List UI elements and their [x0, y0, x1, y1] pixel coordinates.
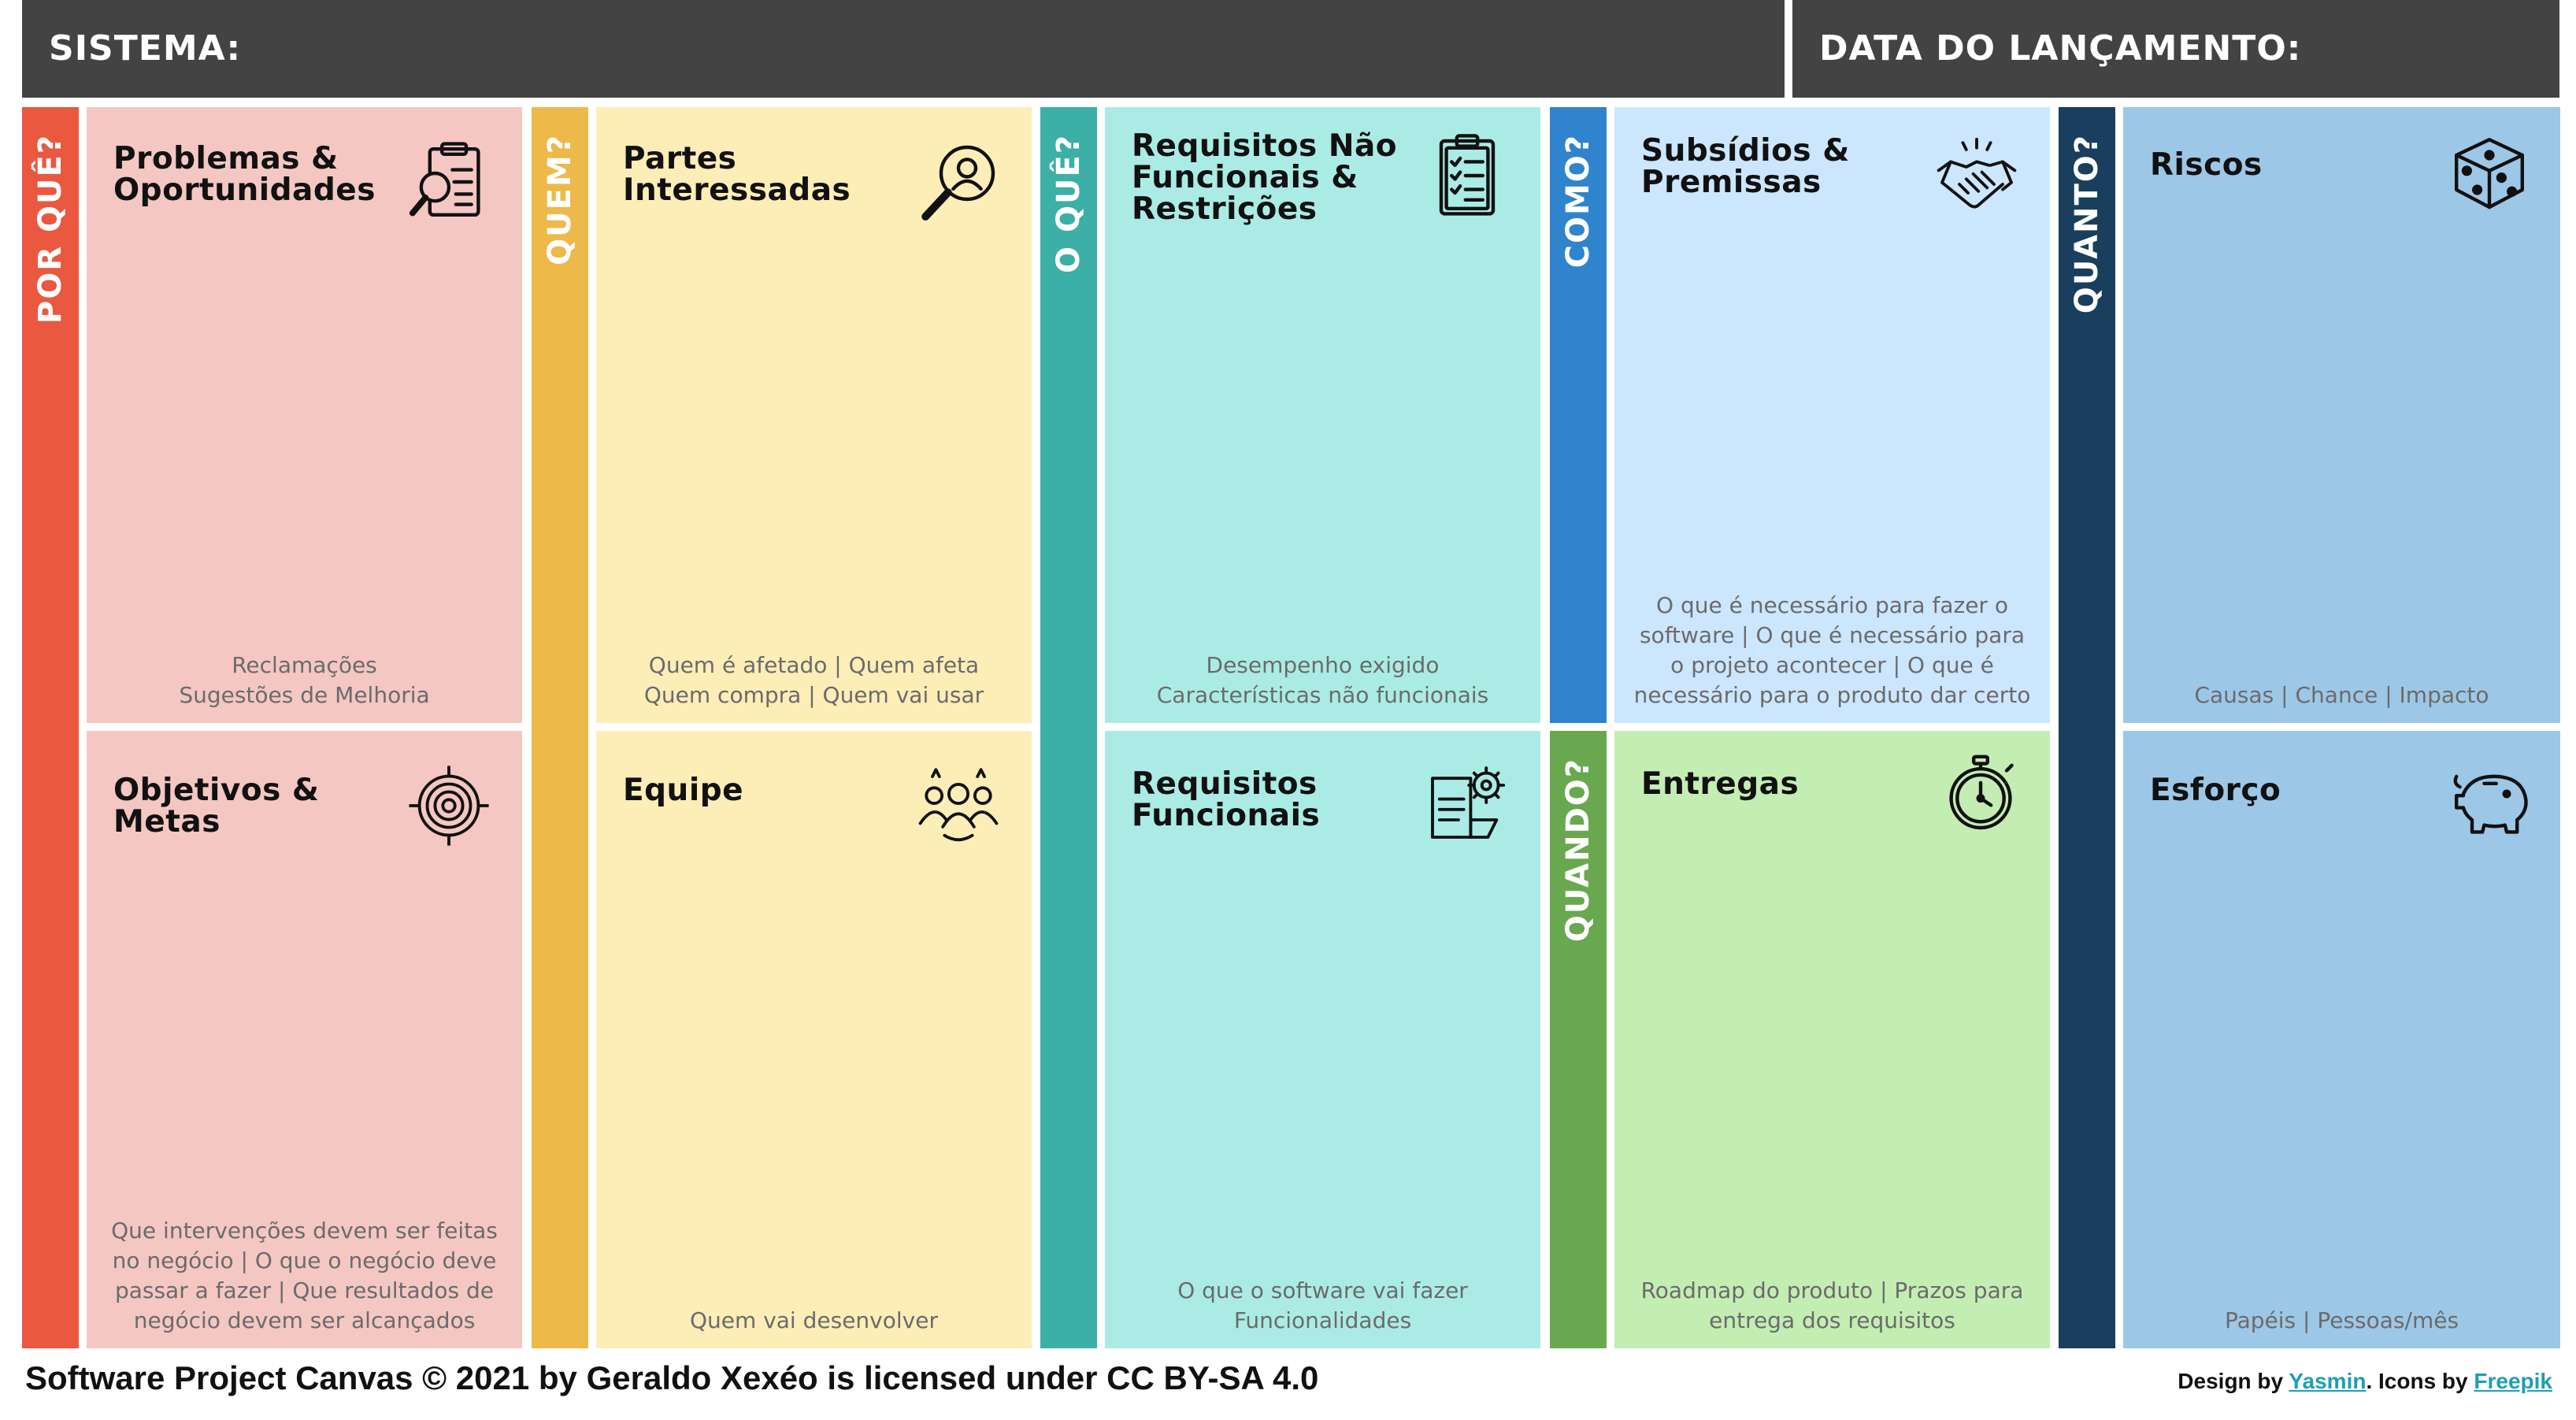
stopwatch-icon	[1937, 750, 2024, 836]
card-title: Subsídios & Premissas	[1641, 133, 1850, 200]
piggy-bank-icon	[2446, 759, 2533, 846]
card-description: O que o software vai fazer Funcionalidad…	[1124, 1276, 1522, 1336]
team-icon	[915, 759, 1002, 846]
card-description: Quem é afetado | Quem afeta Quem compra …	[615, 651, 1013, 710]
card-equipe: Equipe Quem vai desenvolver	[596, 731, 1032, 1348]
card-title: Requisitos Não Funcionais & Restrições	[1132, 128, 1398, 227]
desc-line: O que é necessário para fazer o software…	[1633, 592, 2031, 708]
icon-source-link[interactable]: Freepik	[2474, 1369, 2552, 1393]
card-partes-interessadas: Partes Interessadas Quem é afetado | Que…	[596, 107, 1032, 723]
desc-line: Quem é afetado | Quem afeta	[648, 652, 980, 678]
clipboard-magnifier-icon	[406, 139, 492, 225]
data-lancamento-label: DATA DO LANÇAMENTO:	[1819, 28, 2302, 69]
card-title: Problemas & Oportunidades	[113, 141, 376, 208]
desc-line: Quem vai desenvolver	[690, 1307, 938, 1333]
card-riscos: Riscos Causas | Chance | Impacto	[2123, 107, 2560, 723]
desc-line: Características não funcionais	[1156, 682, 1489, 708]
target-icon	[406, 762, 492, 849]
strip-quem-label: QUEM?	[542, 134, 578, 265]
desc-line: O que o software vai fazer	[1177, 1277, 1468, 1303]
desc-line: Papéis | Pessoas/mês	[2224, 1307, 2459, 1333]
desc-line: Sugestões de Melhoria	[179, 682, 430, 708]
license-text: Software Project Canvas © 2021 by Gerald…	[25, 1359, 1319, 1396]
desc-line: Desempenho exigido	[1206, 652, 1440, 678]
card-description: Causas | Chance | Impacto	[2142, 680, 2541, 710]
strip-quanto-label: QUANTO?	[2069, 134, 2105, 314]
card-title: Requisitos Funcionais	[1132, 766, 1321, 833]
handshake-icon	[1933, 132, 2020, 219]
card-title: Objetivos & Metas	[113, 773, 320, 840]
card-description: Desempenho exigido Características não f…	[1124, 651, 1522, 710]
card-title: Partes Interessadas	[623, 141, 851, 208]
card-description: Que intervenções devem ser feitas no neg…	[106, 1216, 503, 1336]
person-magnifier-icon	[915, 139, 1002, 225]
data-lancamento-header: DATA DO LANÇAMENTO:	[1792, 0, 2559, 98]
strip-por-que-label: POR QUÊ?	[32, 134, 69, 324]
card-title: Entregas	[1641, 766, 1799, 802]
strip-por-que: POR QUÊ?	[22, 107, 79, 1348]
card-description: Quem vai desenvolver	[615, 1306, 1013, 1336]
card-subsidios-premissas: Subsídios & Premissas O que é necessário…	[1614, 107, 2050, 723]
card-entregas: Entregas Roadmap do produto | Prazos par…	[1614, 731, 2050, 1348]
card-description: Papéis | Pessoas/mês	[2142, 1306, 2541, 1336]
card-title: Riscos	[2150, 147, 2263, 183]
credits: Design by Yasmin. Icons by Freepik	[2178, 1369, 2552, 1394]
card-title: Equipe	[623, 773, 744, 808]
card-requisitos-funcionais: Requisitos Funcionais O que o software v…	[1105, 731, 1540, 1348]
dice-icon	[2446, 129, 2533, 216]
desc-line: Reclamações	[232, 652, 377, 678]
strip-o-que: O QUÊ?	[1040, 107, 1097, 1348]
strip-como-label: COMO?	[1560, 134, 1596, 269]
document-gears-icon	[1424, 759, 1510, 846]
card-requisitos-nao-funcionais: Requisitos Não Funcionais & Restrições D…	[1105, 107, 1540, 723]
card-esforco: Esforço Papéis | Pessoas/mês	[2123, 731, 2560, 1348]
checklist-icon	[1424, 132, 1510, 219]
strip-quando-label: QUANDO?	[1560, 758, 1596, 943]
desc-line: Quem compra | Quem vai usar	[643, 682, 984, 708]
card-title: Esforço	[2150, 773, 2281, 808]
card-problemas-oportunidades: Problemas & Oportunidades Reclamações Su…	[87, 107, 522, 723]
card-description: Reclamações Sugestões de Melhoria	[106, 651, 503, 710]
strip-quanto: QUANTO?	[2059, 107, 2115, 1348]
strip-como: COMO?	[1550, 107, 1607, 723]
card-objetivos-metas: Objetivos & Metas Que intervenções devem…	[87, 731, 522, 1348]
card-description: O que é necessário para fazer o software…	[1633, 591, 2031, 710]
strip-o-que-label: O QUÊ?	[1051, 134, 1087, 273]
desc-line: Roadmap do produto | Prazos para entrega…	[1640, 1277, 2024, 1333]
card-description: Roadmap do produto | Prazos para entrega…	[1633, 1276, 2031, 1336]
desc-line: Causas | Chance | Impacto	[2194, 682, 2489, 708]
strip-quem: QUEM?	[532, 107, 588, 1348]
icons-by-text: . Icons by	[2366, 1369, 2474, 1393]
sistema-label: SISTEMA:	[49, 28, 242, 69]
strip-quando: QUANDO?	[1550, 731, 1607, 1348]
design-by-text: Design by	[2178, 1369, 2289, 1393]
sistema-header: SISTEMA:	[22, 0, 1785, 98]
desc-line: Que intervenções devem ser feitas no neg…	[111, 1218, 498, 1333]
designer-link[interactable]: Yasmin	[2289, 1369, 2367, 1393]
desc-line: Funcionalidades	[1233, 1307, 1412, 1333]
